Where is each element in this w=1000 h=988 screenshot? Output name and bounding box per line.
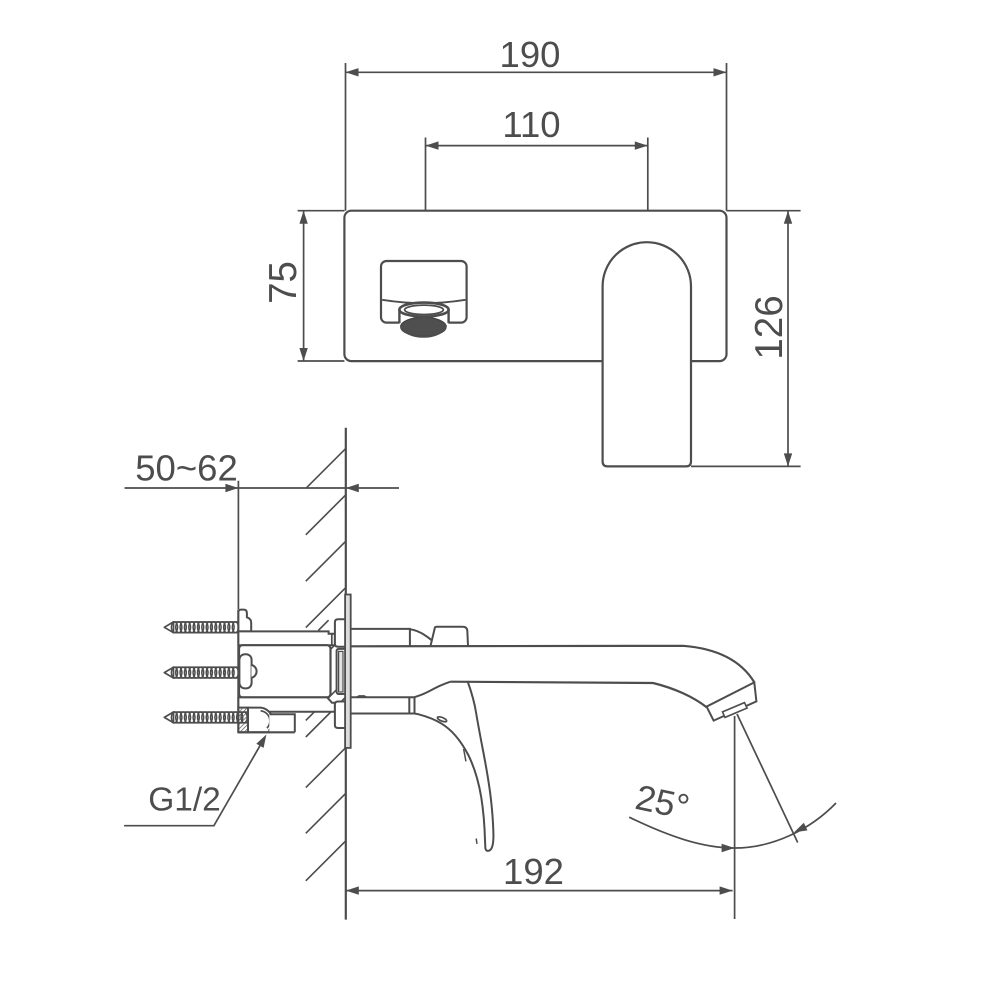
drawing-path [414,680,451,699]
dim-label-wall-depth: 50~62 [135,448,238,489]
drawing-path [424,137,649,211]
flange-top-tab [333,618,347,648]
dimension-arrowhead [713,68,727,77]
flange-bottom-tab [333,700,347,729]
dimension-arrowhead [299,210,308,224]
dimension-arrowhead [719,886,733,895]
drawing-path [344,63,728,211]
mounting-screw [163,666,240,679]
handle-lever-rear [350,627,411,647]
dim-label-thread: G1/2 [148,782,221,819]
dimension-arrowhead [345,886,359,895]
dimension-arrowhead [634,141,648,150]
side-view-faucet [350,625,758,852]
drawing-path [260,710,271,729]
dimension-arrowhead [299,348,308,361]
dimension-arrowhead [256,734,267,748]
dimension-arrowhead [425,141,439,150]
handle-valve-stub [350,696,416,715]
drawing-rect [269,714,295,733]
dim-label-reach: 192 [503,851,564,892]
wall-plate-side [344,593,352,749]
dim-label-plate-height: 75 [262,261,305,304]
dimension-arrowhead [225,483,239,493]
dimension-lines [124,63,801,895]
g-thread-leader [124,742,263,827]
outlet-elbow [247,706,274,734]
drawing-path [356,695,368,698]
in-wall-valve-body [237,608,347,734]
spout-side [350,644,756,683]
drawing-path [297,209,345,362]
front-view [343,209,728,468]
handle-lever-grip-end [429,625,469,646]
handle-blade [414,680,495,852]
drawing-path [409,628,433,642]
drawing-path [691,209,801,468]
drawing-ellipse [436,715,448,723]
top-mounting-band [237,630,336,647]
spout-aerator-side [721,701,749,719]
dimension-arrowhead [345,68,359,77]
drawing-path [475,838,478,845]
stream-angled-line [736,713,799,843]
top-screw-lug [237,608,253,633]
dim-label-width: 190 [500,34,561,75]
drawing-path [450,680,708,709]
stream-angle-annotation [628,713,837,919]
dimension-arrowhead [721,843,735,853]
drawing-path [399,324,448,338]
dim-label-handle-height: 126 [748,295,791,359]
drawing-path [462,748,467,762]
drawing-rect [338,650,344,693]
drawing-ellipse [403,304,445,316]
dimension-arrowhead [783,453,793,467]
drawing-path [251,663,258,679]
dim-label-spacing: 110 [502,104,560,145]
dimension-arrowhead [783,210,793,224]
middle-screw-boss [238,653,253,690]
mounting-screw [163,711,248,724]
dimension-arrowhead [794,822,808,833]
handle-front [601,241,693,468]
mounting-screw [163,621,240,634]
outlet-stub [269,713,296,733]
spout-head-end [705,680,758,722]
dimension-arrowhead [345,483,359,493]
